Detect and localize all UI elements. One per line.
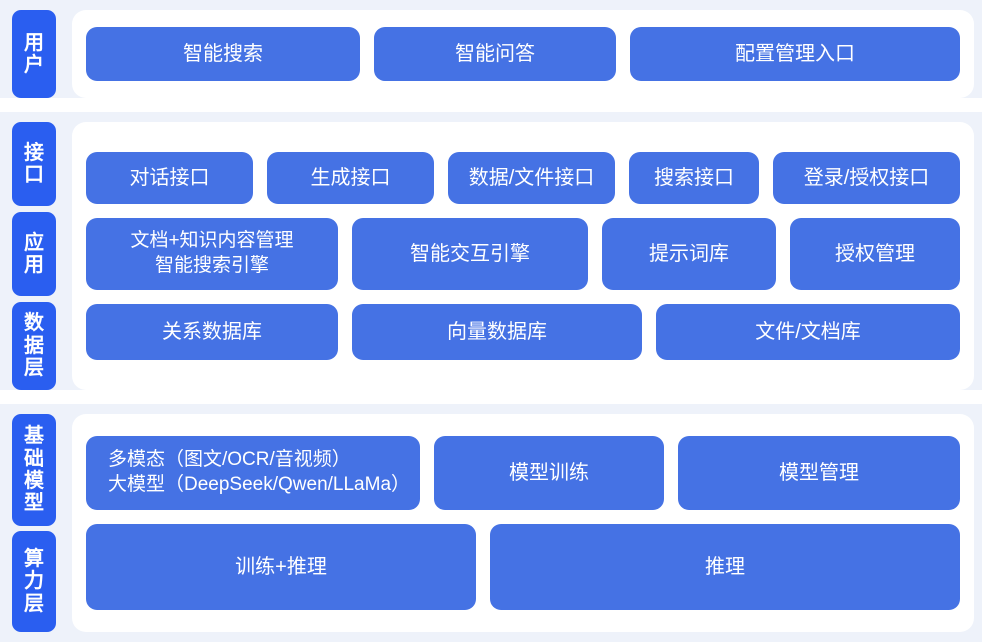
- chip-column-base: 基 础 模 型 算 力 层: [10, 414, 58, 632]
- layer-chip-char: 层: [24, 357, 44, 380]
- section-divider-band-2: [0, 390, 982, 404]
- layer-chip-compute[interactable]: 算 力 层: [12, 531, 56, 632]
- box-dialog-interface[interactable]: 对话接口: [86, 152, 253, 204]
- layer-chip-char: 户: [24, 54, 44, 76]
- box-label: 提示词库: [649, 242, 729, 265]
- box-label-line-1: 文档+知识内容管理: [130, 230, 294, 252]
- box-inference[interactable]: 推理: [490, 524, 960, 610]
- layer-chip-char: 模: [24, 470, 44, 492]
- row-user-entries: 智能搜索 智能问答 配置管理入口: [86, 27, 960, 81]
- row-data: 关系数据库 向量数据库 文件/文档库: [86, 304, 960, 360]
- box-label: 训练+推理: [235, 555, 327, 578]
- box-label: 搜索接口: [654, 166, 734, 189]
- box-label: 模型训练: [509, 461, 590, 484]
- box-prompt-library[interactable]: 提示词库: [602, 218, 776, 290]
- box-label: 生成接口: [310, 166, 391, 189]
- box-model-management[interactable]: 模型管理: [678, 436, 960, 510]
- layer-chip-char: 数: [24, 312, 44, 335]
- panel-base: 多模态（图文/OCR/音视频） 大模型（DeepSeek/Qwen/LLaMa）…: [72, 414, 974, 632]
- box-smart-search[interactable]: 智能搜索: [86, 27, 360, 81]
- box-label-line-2: 智能搜索引擎: [154, 255, 269, 276]
- layer-chip-application[interactable]: 应 用: [12, 212, 56, 296]
- row-application: 文档+知识内容管理 智能搜索引擎 智能交互引擎 提示词库 授权管理: [86, 218, 960, 290]
- box-label: 智能搜索: [183, 42, 263, 65]
- layer-chip-char: 算: [24, 547, 44, 570]
- box-smart-qa[interactable]: 智能问答: [374, 27, 616, 81]
- box-multimodal-large-model[interactable]: 多模态（图文/OCR/音视频） 大模型（DeepSeek/Qwen/LLaMa）: [86, 436, 421, 510]
- section-base: 基 础 模 型 算 力 层 多模态（图文/OCR/音视频） 大模型（DeepSe…: [10, 414, 974, 632]
- box-label: 智能交互引擎: [410, 242, 530, 265]
- box-vector-database[interactable]: 向量数据库: [352, 304, 642, 360]
- box-generation-interface[interactable]: 生成接口: [267, 152, 434, 204]
- layer-chip-foundation-model[interactable]: 基 础 模 型: [12, 414, 56, 526]
- layer-chip-interface[interactable]: 接 口: [12, 122, 56, 206]
- layer-chip-char: 口: [24, 164, 44, 186]
- box-data-file-interface[interactable]: 数据/文件接口: [448, 152, 615, 204]
- box-label: 智能问答: [455, 42, 535, 65]
- section-middle: 接 口 应 用 数 据 层 对话接口 生成接口: [10, 122, 974, 390]
- row-compute: 训练+推理 推理: [86, 524, 960, 610]
- layer-chip-char: 据: [24, 334, 44, 357]
- panel-user: 智能搜索 智能问答 配置管理入口: [72, 10, 974, 98]
- box-label: 推理: [705, 555, 745, 578]
- chip-column-user: 用 户: [10, 10, 58, 98]
- box-relational-database[interactable]: 关系数据库: [86, 304, 338, 360]
- box-login-auth-interface[interactable]: 登录/授权接口: [773, 152, 960, 204]
- box-label: 配置管理入口: [735, 42, 855, 65]
- box-document-knowledge-management[interactable]: 文档+知识内容管理 智能搜索引擎: [86, 218, 338, 290]
- layer-chip-char: 用: [24, 254, 44, 276]
- chip-column-middle: 接 口 应 用 数 据 层: [10, 122, 58, 390]
- box-label: 授权管理: [835, 242, 915, 265]
- box-label: 模型管理: [779, 461, 859, 484]
- box-authorization-management[interactable]: 授权管理: [790, 218, 960, 290]
- layer-chip-char: 基: [24, 425, 44, 448]
- box-search-interface[interactable]: 搜索接口: [629, 152, 759, 204]
- box-label: 数据/文件接口: [468, 166, 595, 189]
- layer-chip-char: 型: [24, 492, 44, 515]
- layer-chip-user[interactable]: 用 户: [12, 10, 56, 98]
- section-divider-band-1: [0, 98, 982, 112]
- box-training-and-inference[interactable]: 训练+推理: [86, 524, 476, 610]
- section-user: 用 户 智能搜索 智能问答 配置管理入口: [10, 10, 974, 98]
- box-label: 文件/文档库: [755, 320, 861, 343]
- panel-middle: 对话接口 生成接口 数据/文件接口 搜索接口 登录/授权接口 文档+知识内容管理: [72, 122, 974, 390]
- layer-chip-char: 接: [24, 141, 44, 164]
- layer-chip-char: 用: [24, 31, 44, 54]
- box-config-management-entry[interactable]: 配置管理入口: [630, 27, 960, 81]
- box-label-line-2: 大模型（DeepSeek/Qwen/LLaMa）: [108, 474, 411, 495]
- box-label-line-1: 多模态（图文/OCR/音视频）: [108, 449, 351, 471]
- box-label: 向量数据库: [447, 320, 547, 343]
- layer-chip-char: 层: [24, 592, 44, 615]
- box-file-document-store[interactable]: 文件/文档库: [656, 304, 960, 360]
- box-model-training[interactable]: 模型训练: [434, 436, 665, 510]
- box-label: 关系数据库: [162, 320, 262, 343]
- layer-chip-char: 础: [24, 447, 44, 470]
- layer-chip-data[interactable]: 数 据 层: [12, 302, 56, 390]
- layer-chip-char: 力: [24, 570, 44, 593]
- box-label: 登录/授权接口: [803, 166, 930, 189]
- box-label: 对话接口: [129, 166, 210, 189]
- row-model: 多模态（图文/OCR/音视频） 大模型（DeepSeek/Qwen/LLaMa）…: [86, 436, 960, 510]
- layer-chip-char: 应: [24, 231, 44, 254]
- box-smart-interaction-engine[interactable]: 智能交互引擎: [352, 218, 588, 290]
- row-interface: 对话接口 生成接口 数据/文件接口 搜索接口 登录/授权接口: [86, 152, 960, 204]
